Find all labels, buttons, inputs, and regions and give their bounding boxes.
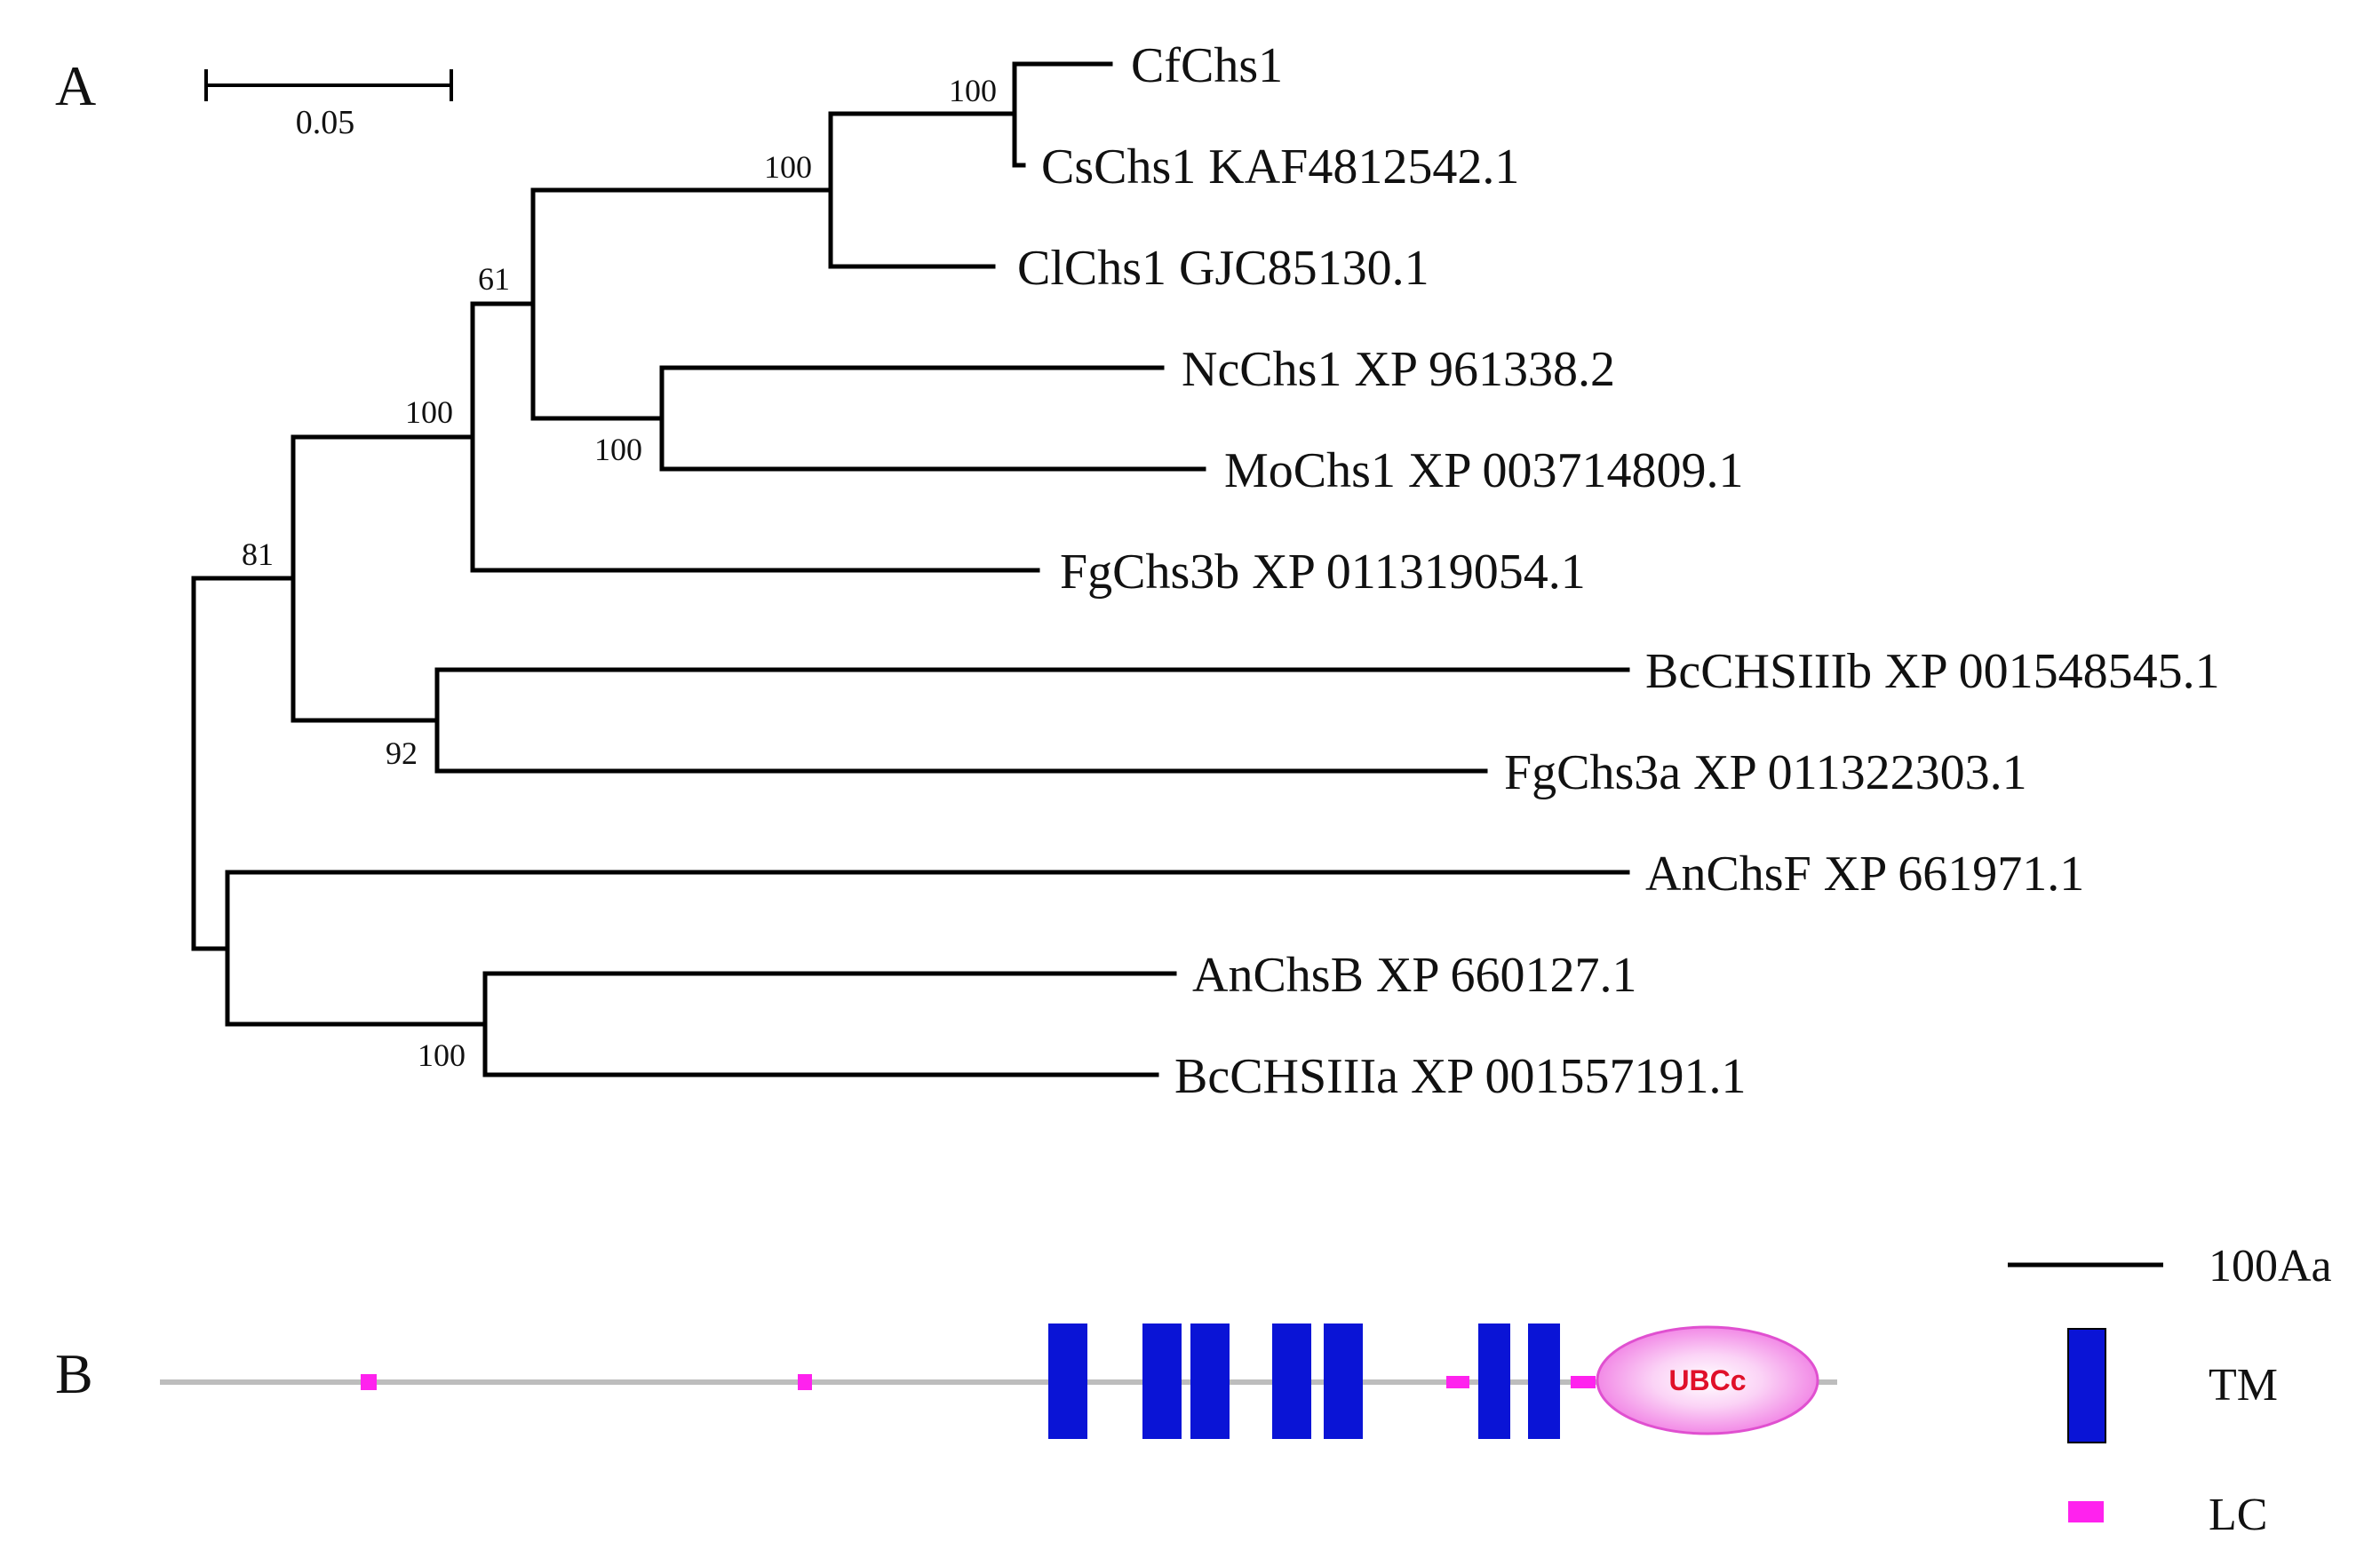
bootstrap-value: 100 — [949, 73, 997, 108]
taxon-label: BcCHSIIIb XP 001548545.1 — [1645, 644, 2220, 699]
tm-helix — [1272, 1324, 1311, 1439]
bootstrap-value: 100 — [405, 394, 453, 430]
lc-region — [361, 1374, 377, 1390]
tm-helix — [1142, 1324, 1182, 1439]
bootstrap-value: 81 — [242, 537, 274, 572]
bootstrap-value: 100 — [418, 1037, 466, 1073]
tm-helix — [1048, 1324, 1087, 1439]
legend-lc-label: LC — [2209, 1490, 2267, 1540]
scale-bar — [204, 69, 453, 101]
bootstrap-value: 100 — [764, 149, 812, 185]
ubcc-domain — [1596, 1325, 1819, 1435]
legend-lc-swatch — [2068, 1501, 2104, 1522]
scale-bar-label: 0.05 — [296, 104, 355, 141]
taxon-label: FgChs3a XP 011322303.1 — [1504, 745, 2027, 800]
panel-b-label: B — [55, 1342, 93, 1405]
legend-tm-swatch — [2067, 1328, 2106, 1443]
taxon-label: CfChs1 — [1131, 38, 1283, 93]
taxon-label: MoChs1 XP 003714809.1 — [1224, 443, 1743, 498]
lc-region — [1571, 1376, 1596, 1388]
panel-a-label: A — [55, 54, 96, 117]
tm-helix — [1528, 1324, 1560, 1439]
bootstrap-value: 61 — [478, 261, 510, 297]
legend-tm-label: TM — [2209, 1360, 2278, 1411]
taxon-label: AnChsF XP 661971.1 — [1645, 847, 2084, 902]
taxon-label: FgChs3b XP 011319054.1 — [1060, 545, 1586, 600]
taxon-label: NcChs1 XP 961338.2 — [1182, 342, 1615, 397]
lc-region — [798, 1374, 812, 1390]
tm-helix — [1478, 1324, 1510, 1439]
lc-region — [1446, 1376, 1469, 1388]
legend-scale-label: 100Aa — [2209, 1241, 2332, 1292]
tm-helices — [1048, 1324, 1560, 1439]
taxon-label: BcCHSIIIa XP 001557191.1 — [1174, 1049, 1746, 1104]
tm-helix — [1190, 1324, 1230, 1439]
tm-helix — [1324, 1324, 1363, 1439]
bootstrap-value: 92 — [386, 735, 418, 771]
legend: 100Aa TM LC — [2008, 1241, 2332, 1540]
taxon-label: ClChs1 GJC85130.1 — [1017, 241, 1429, 296]
bootstrap-value: 100 — [594, 432, 642, 467]
taxon-label: AnChsB XP 660127.1 — [1192, 948, 1636, 1003]
tree-branches — [191, 61, 1630, 1077]
taxon-label: CsChs1 KAF4812542.1 — [1041, 139, 1519, 195]
lc-regions — [361, 1374, 1596, 1390]
ubcc-domain-label: UBCc — [1668, 1364, 1746, 1396]
